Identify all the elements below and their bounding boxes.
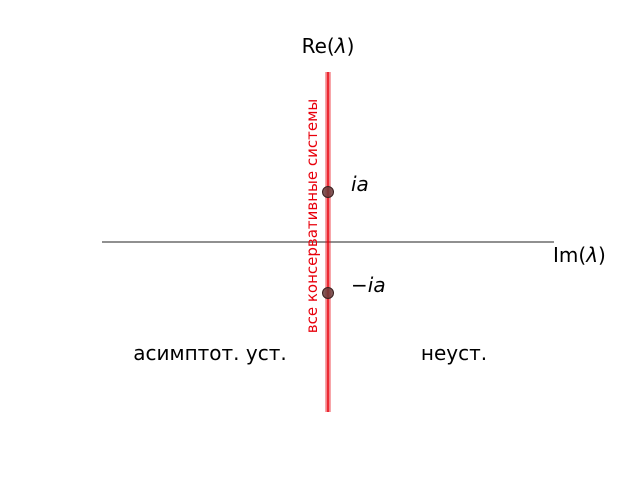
vertical-axis-label: Re(λ) bbox=[302, 34, 355, 58]
point-label-ia: ia bbox=[351, 172, 369, 196]
conservative-band-label: все консервативные системы bbox=[303, 99, 321, 334]
point-label-minus-ia: −ia bbox=[351, 273, 386, 297]
eigenvalue-point-ia bbox=[322, 186, 334, 198]
horizontal-axis-label: Im(λ) bbox=[553, 243, 606, 267]
left-region-label: асимптот. уст. bbox=[133, 341, 287, 365]
right-region-label: неуст. bbox=[421, 341, 487, 365]
eigenvalue-point-minus-ia bbox=[322, 287, 334, 299]
